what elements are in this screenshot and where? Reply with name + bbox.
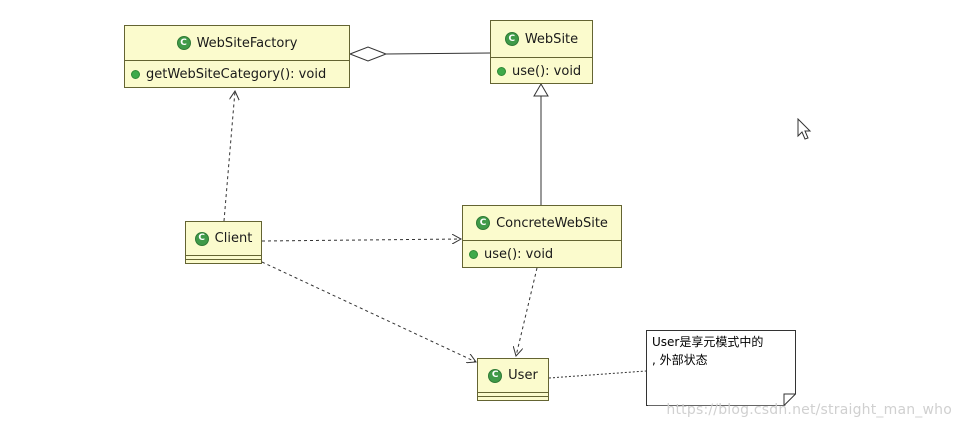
- mouse-cursor-icon: [797, 118, 812, 140]
- class-concrete-website[interactable]: C ConcreteWebSite use(): void: [462, 205, 622, 268]
- class-name: ConcreteWebSite: [496, 215, 608, 231]
- class-client[interactable]: C Client: [185, 221, 262, 264]
- public-method-icon: [469, 250, 478, 259]
- dependency-concrete-user: [516, 267, 538, 356]
- class-website-factory[interactable]: C WebSiteFactory getWebSiteCategory(): v…: [124, 25, 350, 88]
- dependency-client-user: [261, 261, 476, 362]
- public-method-icon: [131, 70, 140, 79]
- generalization-concrete-website: [533, 83, 549, 205]
- dependency-client-factory: [223, 91, 235, 222]
- aggregation-factory-website: [348, 46, 491, 62]
- note-line-2: , 外部状态: [652, 353, 708, 367]
- class-icon: C: [476, 216, 491, 230]
- watermark-text: https://blog.csdn.net/straight_man_who: [666, 402, 952, 418]
- class-icon: C: [504, 32, 519, 46]
- class-name: Client: [214, 231, 253, 246]
- dependency-client-concrete: [261, 239, 461, 241]
- public-method-icon: [497, 66, 506, 76]
- note-text: User是享元模式中的 , 外部状态: [652, 333, 790, 369]
- class-icon: C: [194, 231, 209, 246]
- class-name: User: [508, 368, 538, 383]
- note-line-1: User是享元模式中的: [652, 335, 764, 349]
- method-signature: getWebSiteCategory(): void: [146, 67, 327, 82]
- method-signature: use(): void: [484, 247, 554, 262]
- class-user[interactable]: C User: [477, 358, 549, 401]
- method-row[interactable]: use(): void: [491, 58, 592, 84]
- method-signature: use(): void: [512, 63, 582, 79]
- class-website[interactable]: C WebSite use(): void: [490, 20, 593, 84]
- note-shape: [646, 330, 796, 406]
- note-anchor-line: [548, 370, 647, 379]
- class-name: WebSiteFactory: [196, 35, 298, 51]
- note-box[interactable]: User是享元模式中的 , 外部状态: [646, 330, 796, 406]
- method-row[interactable]: use(): void: [463, 241, 621, 268]
- class-icon: C: [488, 368, 503, 383]
- method-row[interactable]: getWebSiteCategory(): void: [125, 61, 349, 88]
- class-icon: C: [176, 36, 191, 50]
- class-name: WebSite: [524, 31, 579, 47]
